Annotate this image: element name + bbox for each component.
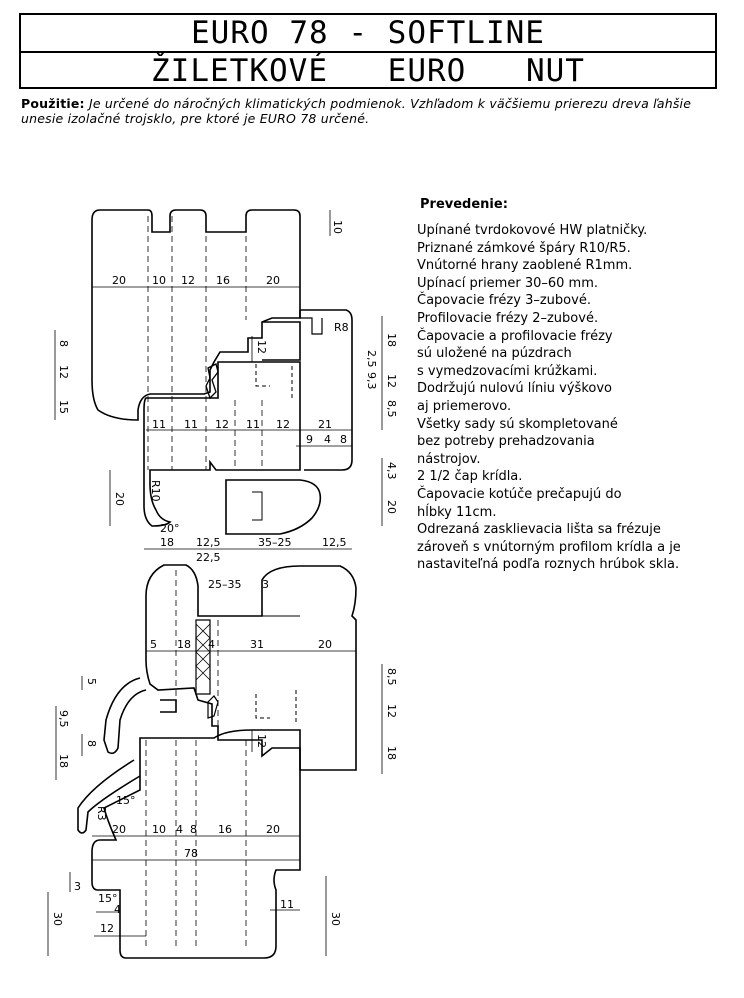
dim-label: 4 — [114, 903, 121, 916]
dim-label: 12 — [385, 374, 398, 388]
dim-label: 10 — [152, 274, 166, 287]
dim-label: 11 — [152, 418, 166, 431]
list-item: hĺbky 11cm. — [417, 504, 497, 520]
dim-label: 15° — [116, 794, 136, 807]
dim-label: 18 — [160, 536, 174, 549]
list-item: nastaviteľná podľa roznych hrúbok skla. — [417, 557, 680, 573]
dim-label: 20 — [266, 823, 280, 836]
list-item: Upínané tvrdokovové HW platničky. — [417, 223, 648, 238]
dim-label: 22,5 — [196, 551, 221, 564]
dim-label: 31 — [250, 638, 264, 651]
dim-label: 12 — [57, 365, 70, 379]
dim-label: 78 — [184, 847, 198, 860]
dim-label: 20 — [385, 500, 398, 514]
usage-label: Použitie: — [21, 96, 85, 111]
dim-label: R8 — [334, 321, 349, 334]
dim-label: 35–25 — [258, 536, 292, 549]
dim-label: 20 — [112, 823, 126, 836]
dim-label: R10 — [149, 480, 162, 502]
list-item: s vymedzovacími krúžkami. — [417, 363, 598, 379]
dim-label: 20 — [112, 274, 126, 287]
list-item: Priznané zámkové špáry R10/R5. — [417, 240, 631, 256]
top-frame-profile — [91, 209, 353, 550]
dim-label: 16 — [218, 823, 232, 836]
dim-label: 8 — [340, 433, 347, 446]
prevedenie-title: Prevedenie: — [420, 197, 508, 212]
dimension-lines — [47, 210, 383, 956]
dim-label: R3 — [95, 806, 108, 821]
dim-label: 12 — [215, 418, 229, 431]
dim-label: 15 — [57, 400, 70, 414]
dim-label: 11 — [246, 418, 260, 431]
dim-label: 3 — [74, 880, 81, 893]
prevedenie-list: Upínané tvrdokovové HW platničky. Prizna… — [417, 222, 737, 574]
list-item: Upínací priemer 30–60 mm. — [417, 275, 598, 291]
list-item: Čapovacie kotúče prečapujú do — [417, 486, 622, 502]
list-item: Odrezaná zasklievacia lišta sa frézuje — [417, 522, 661, 538]
dim-label: 20 — [113, 492, 126, 506]
dim-label: 12 — [255, 340, 268, 354]
list-item: aj priemerovo. — [417, 398, 512, 414]
dim-label: 12,5 — [196, 536, 221, 549]
dim-label: 12 — [100, 922, 114, 935]
dim-label: 8,5 — [385, 400, 398, 418]
list-item: Čapovacie frézy 3–zubové. — [417, 293, 591, 309]
list-item: 2 1/2 čap krídla. — [417, 469, 523, 485]
dim-label: 10 — [331, 220, 344, 234]
list-item: Všetky sady sú skompletované — [417, 416, 618, 432]
bottom-sash-profile — [77, 564, 357, 959]
dim-label: 18 — [385, 746, 398, 760]
dim-label: 20° — [160, 522, 180, 535]
list-item: sú uložené na púzdrach — [417, 346, 572, 362]
dim-label: 9,3 — [365, 372, 378, 390]
dim-label: 15° — [98, 892, 118, 905]
title-box: EURO 78 - SOFTLINE ŽILETKOVÉ EURO NUT — [19, 13, 717, 89]
dim-label: 12 — [181, 274, 195, 287]
list-item: nástrojov. — [417, 451, 481, 467]
dim-label: 4 — [176, 823, 183, 836]
dim-label: 8 — [57, 340, 70, 347]
dim-label: 11 — [184, 418, 198, 431]
dim-label: 2,5 — [365, 350, 378, 368]
dim-label: 30 — [329, 912, 342, 926]
dim-label: 12 — [276, 418, 290, 431]
dim-label: 30 — [51, 912, 64, 926]
dim-label: 18 — [57, 754, 70, 768]
dim-label: 16 — [216, 274, 230, 287]
list-item: bez potreby prehadzovania — [417, 434, 595, 450]
dim-label: 12 — [255, 734, 268, 748]
dim-label: 20 — [318, 638, 332, 651]
dim-label: 12 — [385, 704, 398, 718]
dim-label: 12,5 — [322, 536, 347, 549]
dim-label: 5 — [150, 638, 157, 651]
list-item: Profilovacie frézy 2–zubové. — [417, 310, 599, 326]
dim-label: 11 — [280, 898, 294, 911]
dim-label: 8,5 — [385, 668, 398, 686]
dim-label: 10 — [152, 823, 166, 836]
usage-paragraph: Použitie: Je určené do náročných klimati… — [21, 96, 721, 126]
list-item: Čapovacie a profilovacie frézy — [417, 328, 613, 344]
dim-label: 9,5 — [57, 710, 70, 728]
dim-label: 18 — [177, 638, 191, 651]
list-item: Vnútorné hrany zaoblené R1mm. — [417, 258, 633, 274]
list-item: Dodržujú nulovú líniu výškovo — [417, 381, 612, 397]
title-line-1: EURO 78 - SOFTLINE — [191, 15, 545, 51]
dim-label: 4 — [208, 638, 215, 651]
dim-label: 18 — [385, 333, 398, 347]
usage-text: Je určené do náročných klimatických podm… — [21, 96, 692, 126]
dim-label: 5 — [85, 678, 98, 685]
dim-label: 4 — [324, 433, 331, 446]
dim-label: 8 — [190, 823, 197, 836]
dim-label: 20 — [266, 274, 280, 287]
dim-label: 8 — [85, 740, 98, 747]
dim-label: 25–35 — [208, 578, 242, 591]
dimension-labels: 20 10 12 16 20 10 R8 12 8 12 15 18 2,5 9… — [51, 220, 398, 935]
dim-label: 4,3 — [385, 462, 398, 480]
title-line-2: ŽILETKOVÉ EURO NUT — [21, 51, 715, 89]
dim-label: 21 — [318, 418, 332, 431]
list-item: zároveň s vnútorným profilom krídla a je — [417, 539, 681, 555]
dim-label: 3 — [262, 578, 269, 591]
dim-label: 9 — [306, 433, 313, 446]
